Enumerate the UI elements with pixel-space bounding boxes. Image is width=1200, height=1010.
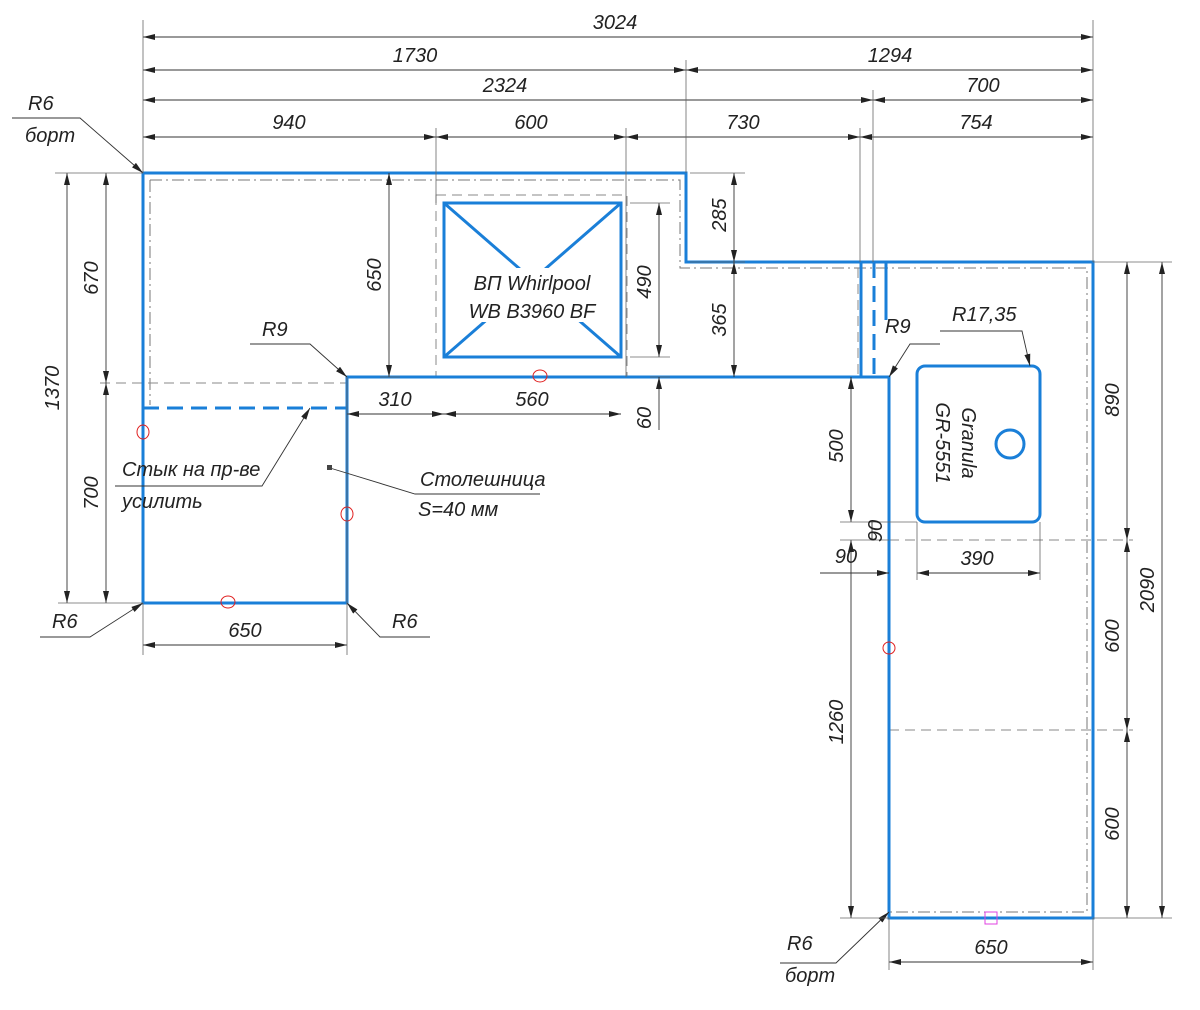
countertop-note-1: Столешница	[420, 469, 545, 491]
radius-bottom-left: R6	[52, 611, 78, 633]
dimension-label-to_right_wing: 2324	[482, 75, 528, 97]
joint-note-1: Стык на пр-ве	[122, 459, 260, 481]
dimension-label-to_hob: 940	[272, 112, 305, 134]
hob-label-2: WB B3960 BF	[469, 301, 598, 323]
dimension-label-right_wing_width: 754	[959, 112, 992, 134]
radius-sink: R17,35	[952, 304, 1017, 326]
dimension-label-sink_gap: 90	[865, 520, 887, 542]
radius-top-left: R6	[28, 93, 54, 115]
edge-offset-line	[150, 179, 1088, 913]
dimension-label-step_top: 285	[709, 197, 731, 232]
dimension-label-left_depth_total: 1370	[42, 366, 64, 411]
dimension-label-hob_width: 560	[515, 389, 548, 411]
dimension-label-overall_width: 3024	[593, 12, 638, 34]
dimension-label-wing_total: 2090	[1137, 568, 1159, 614]
hob-label-1: ВП Whirlpool	[474, 273, 591, 295]
dimension-label-step_mid: 365	[709, 302, 731, 336]
joint-note-2: усилить	[120, 491, 203, 513]
markers	[136, 369, 998, 925]
sink-label-1: Granula	[957, 407, 979, 478]
dimension-label-sink_width: 390	[960, 548, 993, 570]
dimension-label-right_part: 1294	[868, 45, 913, 67]
leaders	[12, 117, 1031, 964]
dimension-label-left_depth_top: 670	[81, 261, 103, 294]
radius-bottom-right: R6	[392, 611, 418, 633]
dimension-label-hob_offset_top: 650	[364, 258, 386, 291]
countertop-note-2: S=40 мм	[418, 499, 499, 521]
countertop-outline	[141, 171, 1095, 920]
radius-top-left-note: борт	[25, 125, 75, 147]
dimension-label-left_part: 1730	[393, 45, 438, 67]
dimension-label-hob_left_offset: 310	[378, 389, 411, 411]
dimension-label-hob_front: 60	[634, 407, 656, 429]
dimension-label-wing_seg_2: 600	[1102, 807, 1124, 840]
dimension-label-wing_seg_1: 600	[1102, 619, 1124, 652]
dimension-label-right_wing_depth_top: 700	[966, 75, 999, 97]
hob-icon	[442, 201, 623, 359]
dimension-label-hob_cutout: 600	[514, 112, 547, 134]
dimension-label-left_depth_bottom: 700	[81, 476, 103, 509]
dimension-label-hob_to_wing: 730	[726, 112, 759, 134]
dimensions: 3024 1730 1294 2324 700 940 600 730 754 310 560 650…	[42, 12, 1172, 970]
radius-bottom-wing-note: борт	[785, 965, 835, 987]
dimension-label-left_return_width: 650	[228, 620, 261, 642]
sink-icon	[915, 364, 1042, 524]
dimension-label-wing_upper: 890	[1102, 383, 1124, 416]
dimension-label-wing_bottom_width: 650	[974, 937, 1007, 959]
dimension-label-hob_height: 490	[634, 265, 656, 298]
dimension-label-wing_lower: 1260	[826, 700, 848, 745]
radius-inner-left: R9	[262, 319, 288, 341]
radius-bottom-wing: R6	[787, 933, 813, 955]
sink-label-2: GR-5551	[931, 402, 953, 483]
radius-inner-right: R9	[885, 316, 911, 338]
dimension-label-sink_offset: 500	[826, 429, 848, 462]
dimension-label-wing_edge_offset: 90	[835, 546, 857, 568]
